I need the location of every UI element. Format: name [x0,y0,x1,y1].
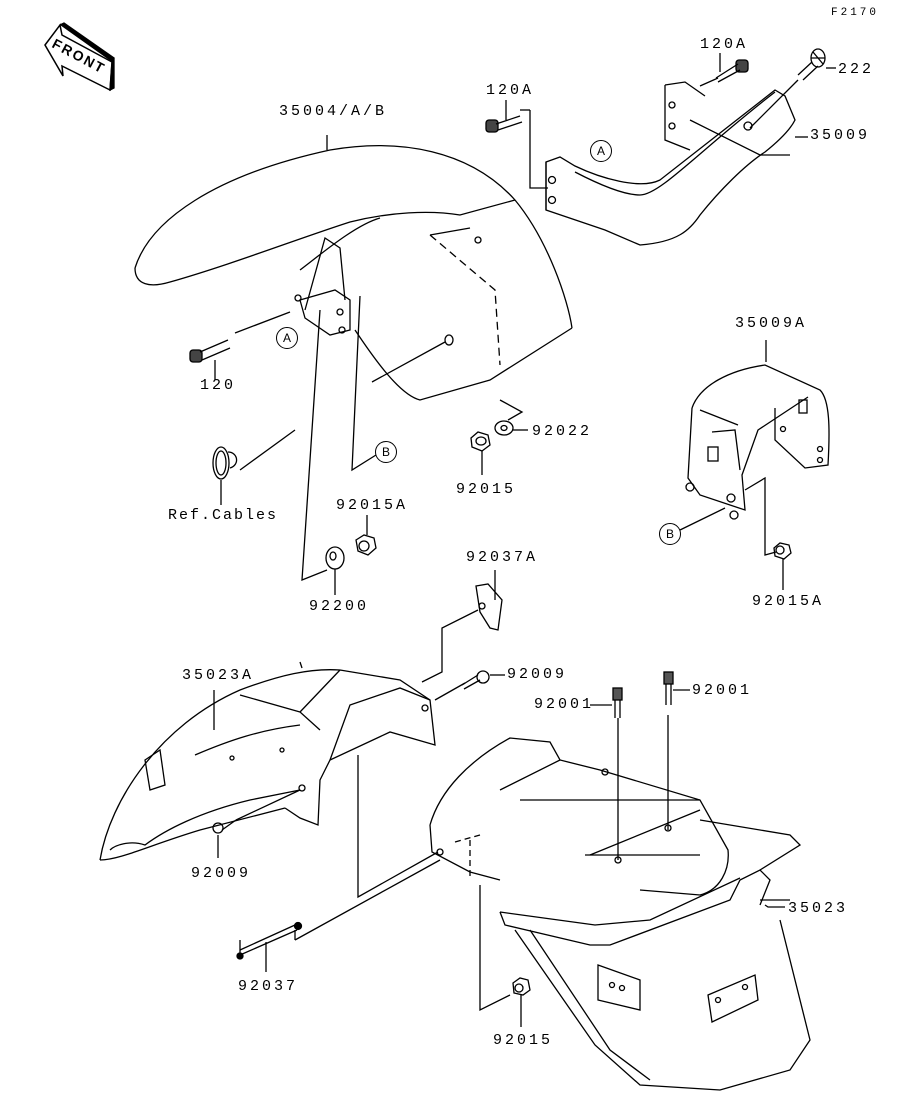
callout-B-bracket: B [659,523,681,545]
bolt-92001-right [663,671,690,830]
label-92200: 92200 [309,598,370,615]
nut-92015A-bracket [773,542,792,590]
bracket-35009A [679,340,830,556]
label-92022: 92022 [532,423,593,440]
leader-B [351,295,377,472]
leader-92200 [301,309,328,581]
label-222: 222 [838,61,875,78]
washer-92200 [325,546,345,595]
bolt-120A-left [485,100,523,133]
label-92001-right: 92001 [692,682,753,699]
callout-A-brace: A [590,140,612,162]
label-35023: 35023 [788,900,849,917]
label-92015-rear: 92015 [493,1032,554,1049]
rear-fender-35023A [99,661,436,861]
callout-A-fender: A [276,327,298,349]
label-35009: 35009 [810,127,871,144]
label-92009-lower: 92009 [191,865,252,882]
bolt-120 [189,311,291,380]
nut-92015-front [470,431,491,475]
bolt-92001-left [590,687,623,860]
label-92001-left: 92001 [534,696,595,713]
label-92037: 92037 [238,978,299,995]
label-92015A-bracket: 92015A [752,593,825,610]
screw-92009-upper [434,670,505,701]
rear-fender-35023 [294,737,811,1091]
screw-92009-lower [212,789,301,858]
diagram-code: F2170 [831,7,880,19]
label-92009-upper: 92009 [507,666,568,683]
label-35009A: 35009A [735,315,808,332]
callout-B-fender: B [375,441,397,463]
label-92015-front: 92015 [456,481,517,498]
label-35004: 35004/A/B [279,103,388,120]
washer-92022 [494,420,528,436]
front-arrow-icon [44,22,115,92]
label-120A-left: 120A [486,82,535,99]
screw-222 [749,48,836,129]
label-92015A: 92015A [336,497,409,514]
label-120: 120 [200,377,237,394]
grommet-92015A [355,515,377,556]
front-fender-35004 [134,135,573,401]
band-92037 [236,921,303,972]
cable-clip [212,429,296,505]
label-120A-right: 120A [700,36,749,53]
ref-cables-label: Ref.Cables [168,507,279,524]
nut-92015-rear [512,977,531,1027]
label-35023A: 35023A [182,667,255,684]
label-92037A: 92037A [466,549,539,566]
bolt-120A-right [699,53,749,87]
clip-92037A [421,570,503,683]
leader-92022 [499,399,524,421]
fender-brace-35009 [520,81,808,246]
